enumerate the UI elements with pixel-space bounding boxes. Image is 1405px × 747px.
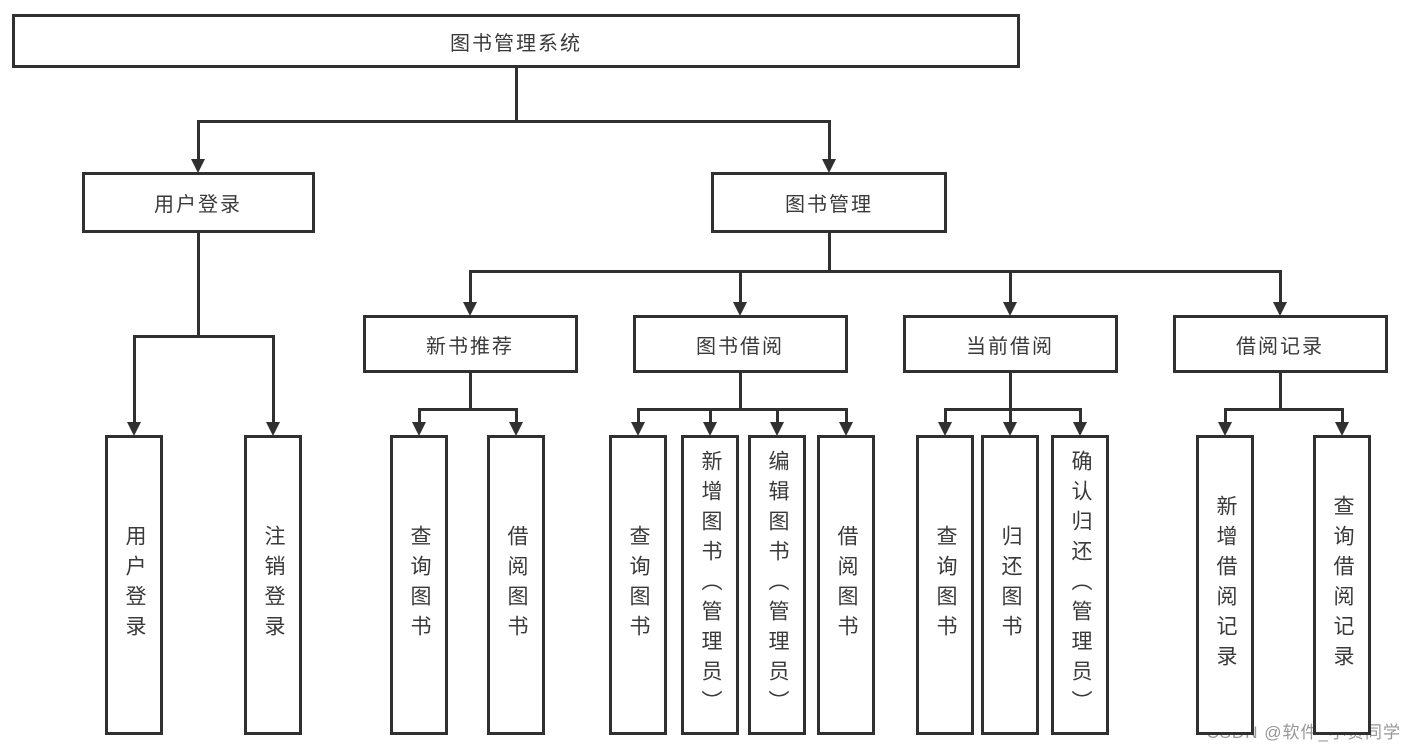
connector-branch-book-mgmt (468, 270, 1282, 273)
node-current-borrow: 当前借阅 (902, 315, 1118, 373)
node-book-mgmt: 图书管理 (711, 172, 947, 233)
node-user-login: 用户登录 (81, 172, 315, 233)
connector-drop-current-borrow (1008, 270, 1012, 303)
node-new-book-rec: 新书推荐 (362, 315, 578, 373)
connector-arrow-borrow-records (1273, 302, 1287, 316)
connector-arrow-book-mgmt (822, 159, 836, 173)
node-cb-return: 归还图书 (981, 435, 1039, 735)
connector-drop-bb-add (708, 408, 712, 423)
connector-branch-book-borrow (636, 408, 848, 411)
connector-drop-nbr-borrow (514, 408, 518, 423)
node-bb-borrow: 借阅图书 (817, 435, 875, 735)
connector-arrow-nbr-query (412, 422, 426, 436)
connector-drop-br-query (1340, 408, 1344, 423)
connector-drop-cb-confirm (1078, 408, 1082, 423)
connector-branch-user-login (132, 335, 275, 338)
node-root: 图书管理系统 (12, 14, 1020, 68)
connector-arrow-current-borrow (1003, 302, 1017, 316)
connector-arrow-cb-confirm (1073, 422, 1087, 436)
node-label-borrow-records: 借阅记录 (1236, 335, 1324, 358)
node-label-nbr-query: 查询图书 (408, 525, 431, 645)
connector-drop-bb-edit (775, 408, 779, 423)
connector-arrow-bb-borrow (839, 422, 853, 436)
connector-arrow-bb-add (703, 422, 717, 436)
connector-drop-bb-borrow (844, 408, 848, 423)
node-label-ul-logout: 注销登录 (262, 525, 285, 645)
node-label-book-borrow: 图书借阅 (696, 335, 784, 358)
connector-arrow-book-borrow (733, 302, 747, 316)
node-label-cb-query: 查询图书 (934, 525, 957, 645)
node-borrow-records: 借阅记录 (1172, 315, 1388, 373)
node-cb-confirm: 确认归还（管理员） (1051, 435, 1109, 735)
node-label-br-query: 查询借阅记录 (1331, 495, 1354, 675)
connector-drop-cb-return (1008, 408, 1012, 423)
node-br-query: 查询借阅记录 (1313, 435, 1371, 735)
connector-drop-user-login (196, 120, 200, 160)
node-label-current-borrow: 当前借阅 (966, 335, 1054, 358)
node-book-borrow: 图书借阅 (632, 315, 848, 373)
connector-branch-current-borrow (943, 408, 1082, 411)
connector-drop-ul-login (132, 335, 136, 423)
node-br-add: 新增借阅记录 (1196, 435, 1254, 735)
node-nbr-query: 查询图书 (390, 435, 448, 735)
node-label-ul-login: 用户登录 (123, 525, 146, 645)
connector-drop-borrow-records (1278, 270, 1282, 303)
node-label-bb-query: 查询图书 (627, 525, 650, 645)
connector-arrow-br-add (1218, 422, 1232, 436)
connector-arrow-user-login (191, 159, 205, 173)
connector-stem-book-borrow (738, 373, 742, 411)
node-label-bb-edit: 编辑图书（管理员） (766, 450, 789, 720)
node-label-root: 图书管理系统 (450, 32, 582, 55)
connector-branch-new-book-rec (417, 408, 518, 411)
node-label-cb-confirm: 确认归还（管理员） (1069, 450, 1092, 720)
connector-drop-new-book-rec (468, 270, 472, 303)
node-label-bb-borrow: 借阅图书 (835, 525, 858, 645)
node-ul-login: 用户登录 (105, 435, 163, 735)
connector-drop-nbr-query (417, 408, 421, 423)
node-nbr-borrow: 借阅图书 (487, 435, 545, 735)
node-label-bb-add: 新增图书（管理员） (699, 450, 722, 720)
connector-stem-user-login (196, 233, 200, 338)
node-label-new-book-rec: 新书推荐 (426, 335, 514, 358)
node-ul-logout: 注销登录 (244, 435, 302, 735)
node-label-book-mgmt: 图书管理 (785, 194, 873, 216)
connector-drop-bb-query (636, 408, 640, 423)
connector-arrow-new-book-rec (463, 302, 477, 316)
connector-branch-root (196, 120, 831, 123)
connector-arrow-ul-logout (266, 422, 280, 436)
connector-drop-book-mgmt (827, 120, 831, 160)
connector-arrow-ul-login (127, 422, 141, 436)
node-label-nbr-borrow: 借阅图书 (505, 525, 528, 645)
connector-stem-book-mgmt (827, 233, 831, 273)
connector-drop-cb-query (943, 408, 947, 423)
connector-arrow-cb-return (1003, 422, 1017, 436)
connector-stem-new-book-rec (468, 373, 472, 411)
connector-stem-current-borrow (1008, 373, 1012, 411)
node-label-cb-return: 归还图书 (999, 525, 1022, 645)
connector-arrow-nbr-borrow (509, 422, 523, 436)
node-label-br-add: 新增借阅记录 (1214, 495, 1237, 675)
connector-stem-root (514, 68, 518, 123)
connector-arrow-br-query (1335, 422, 1349, 436)
node-bb-edit: 编辑图书（管理员） (748, 435, 806, 735)
connector-arrow-bb-query (631, 422, 645, 436)
connector-branch-borrow-records (1223, 408, 1344, 411)
connector-drop-br-add (1223, 408, 1227, 423)
connector-drop-book-borrow (738, 270, 742, 303)
node-bb-add: 新增图书（管理员） (681, 435, 739, 735)
connector-arrow-cb-query (938, 422, 952, 436)
node-bb-query: 查询图书 (609, 435, 667, 735)
node-cb-query: 查询图书 (916, 435, 974, 735)
connector-stem-borrow-records (1278, 373, 1282, 411)
connector-drop-ul-logout (271, 335, 275, 423)
node-label-user-login: 用户登录 (154, 194, 242, 216)
connector-arrow-bb-edit (770, 422, 784, 436)
